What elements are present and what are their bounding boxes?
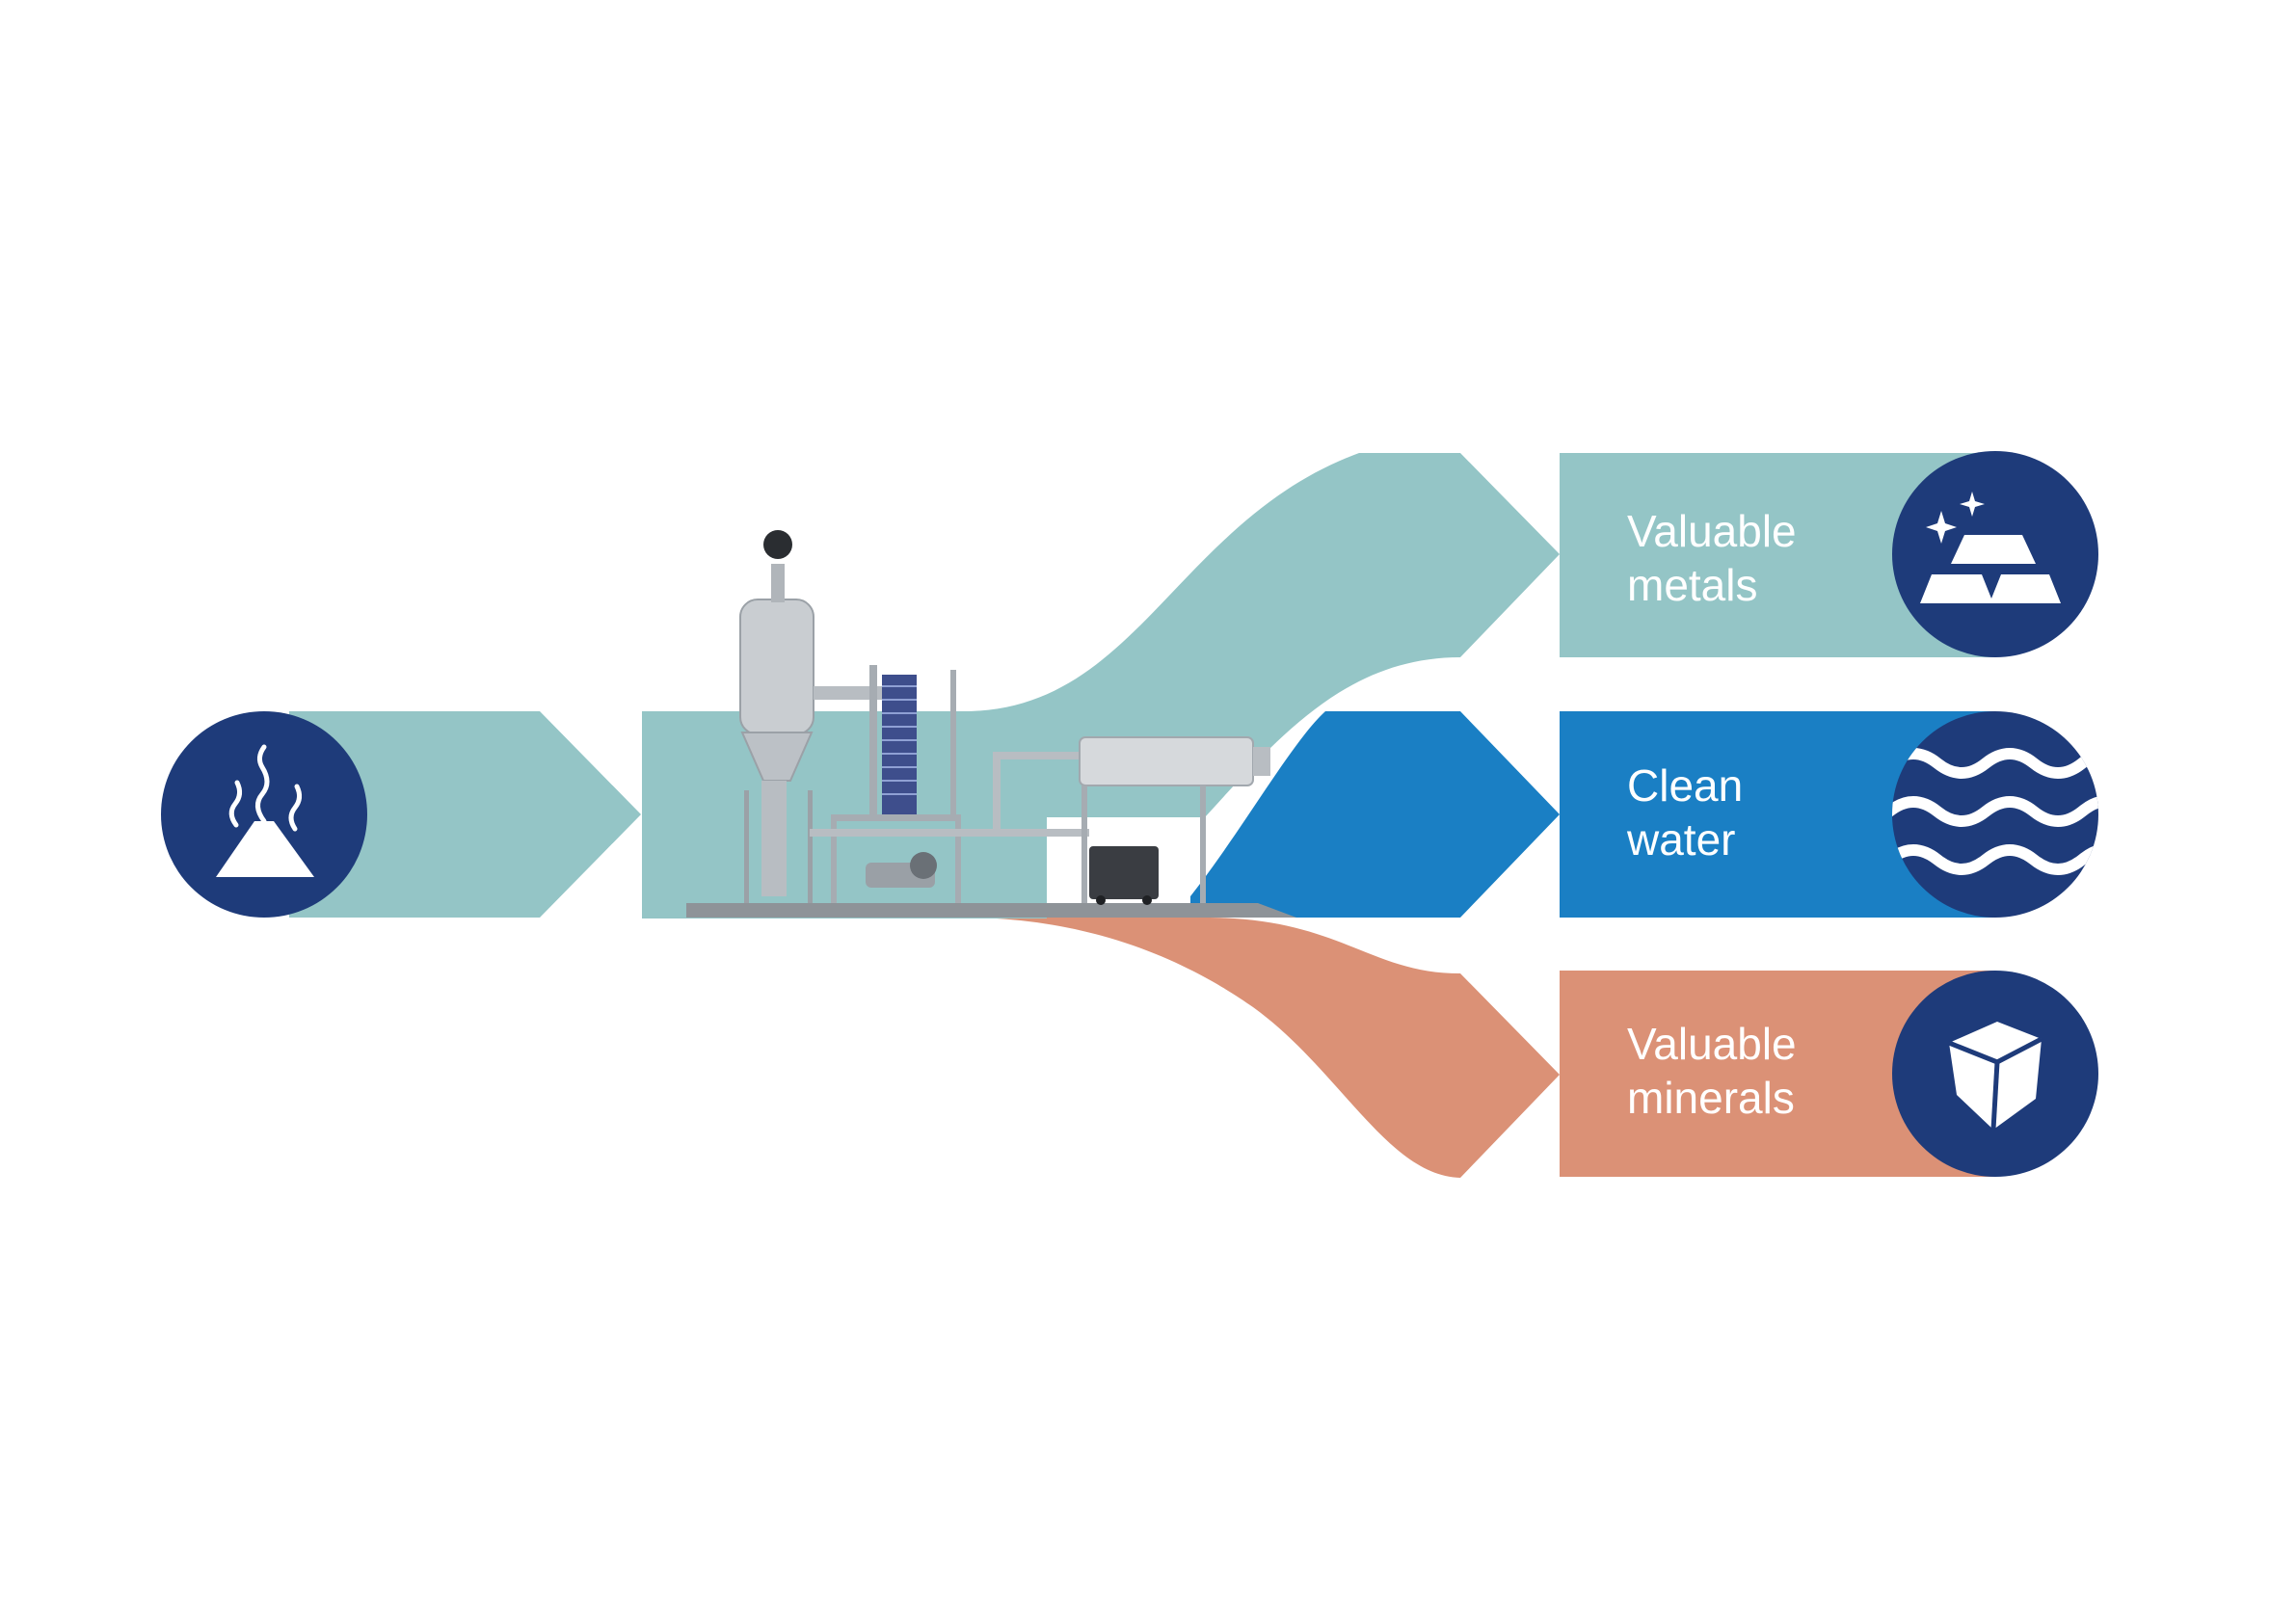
vessel-pipe <box>761 781 787 896</box>
skid-base <box>686 903 1296 918</box>
heat-exchanger-plates <box>882 685 917 795</box>
steaming-pile-icon <box>161 711 367 918</box>
bin-wheel <box>1096 895 1106 905</box>
water-stream <box>1190 711 1560 918</box>
collection-bin <box>1089 846 1159 899</box>
vessel-leg <box>744 790 749 903</box>
output-label-water: Clean water <box>1627 759 1878 866</box>
decanter <box>1079 736 1254 786</box>
metals-stream <box>964 453 1560 817</box>
vessel-cap <box>763 530 792 559</box>
output-label-metals: Valuable metals <box>1627 504 1878 612</box>
vessel-cone <box>740 732 814 782</box>
frame-leg <box>831 814 837 903</box>
riser-pipe <box>993 752 1080 759</box>
decanter-leg <box>1081 785 1087 903</box>
mineral-crystal-icon <box>1892 971 2098 1177</box>
frame-post <box>950 670 956 814</box>
vessel <box>739 599 814 735</box>
decanter-end <box>1253 747 1270 776</box>
waves-icon <box>1892 711 2098 918</box>
connector-pipe <box>814 686 883 700</box>
output-label-line: Valuable <box>1627 1019 1797 1069</box>
output-label-line: water <box>1627 814 1736 865</box>
frame-post <box>869 665 877 819</box>
frame-leg <box>955 814 961 903</box>
pump-motor <box>910 852 937 879</box>
output-label-line: minerals <box>1627 1073 1795 1123</box>
frame-beam <box>831 814 961 821</box>
decanter-leg <box>1200 785 1206 903</box>
bin-wheel <box>1142 895 1152 905</box>
gold-bars-icon <box>1892 451 2098 657</box>
input-arrow <box>289 711 641 918</box>
heat-exchanger <box>882 675 917 814</box>
treatment-plant-illustration <box>686 530 1296 918</box>
process-pipe <box>810 829 1089 837</box>
vessel-neck <box>771 564 785 602</box>
minerals-stream <box>964 918 1560 1178</box>
vessel-leg <box>808 790 813 903</box>
output-label-minerals: Valuable minerals <box>1627 1017 1878 1125</box>
riser-pipe <box>993 752 1001 831</box>
output-label-line: Valuable <box>1627 506 1797 556</box>
output-label-line: Clean <box>1627 760 1744 811</box>
output-label-line: metals <box>1627 560 1758 610</box>
